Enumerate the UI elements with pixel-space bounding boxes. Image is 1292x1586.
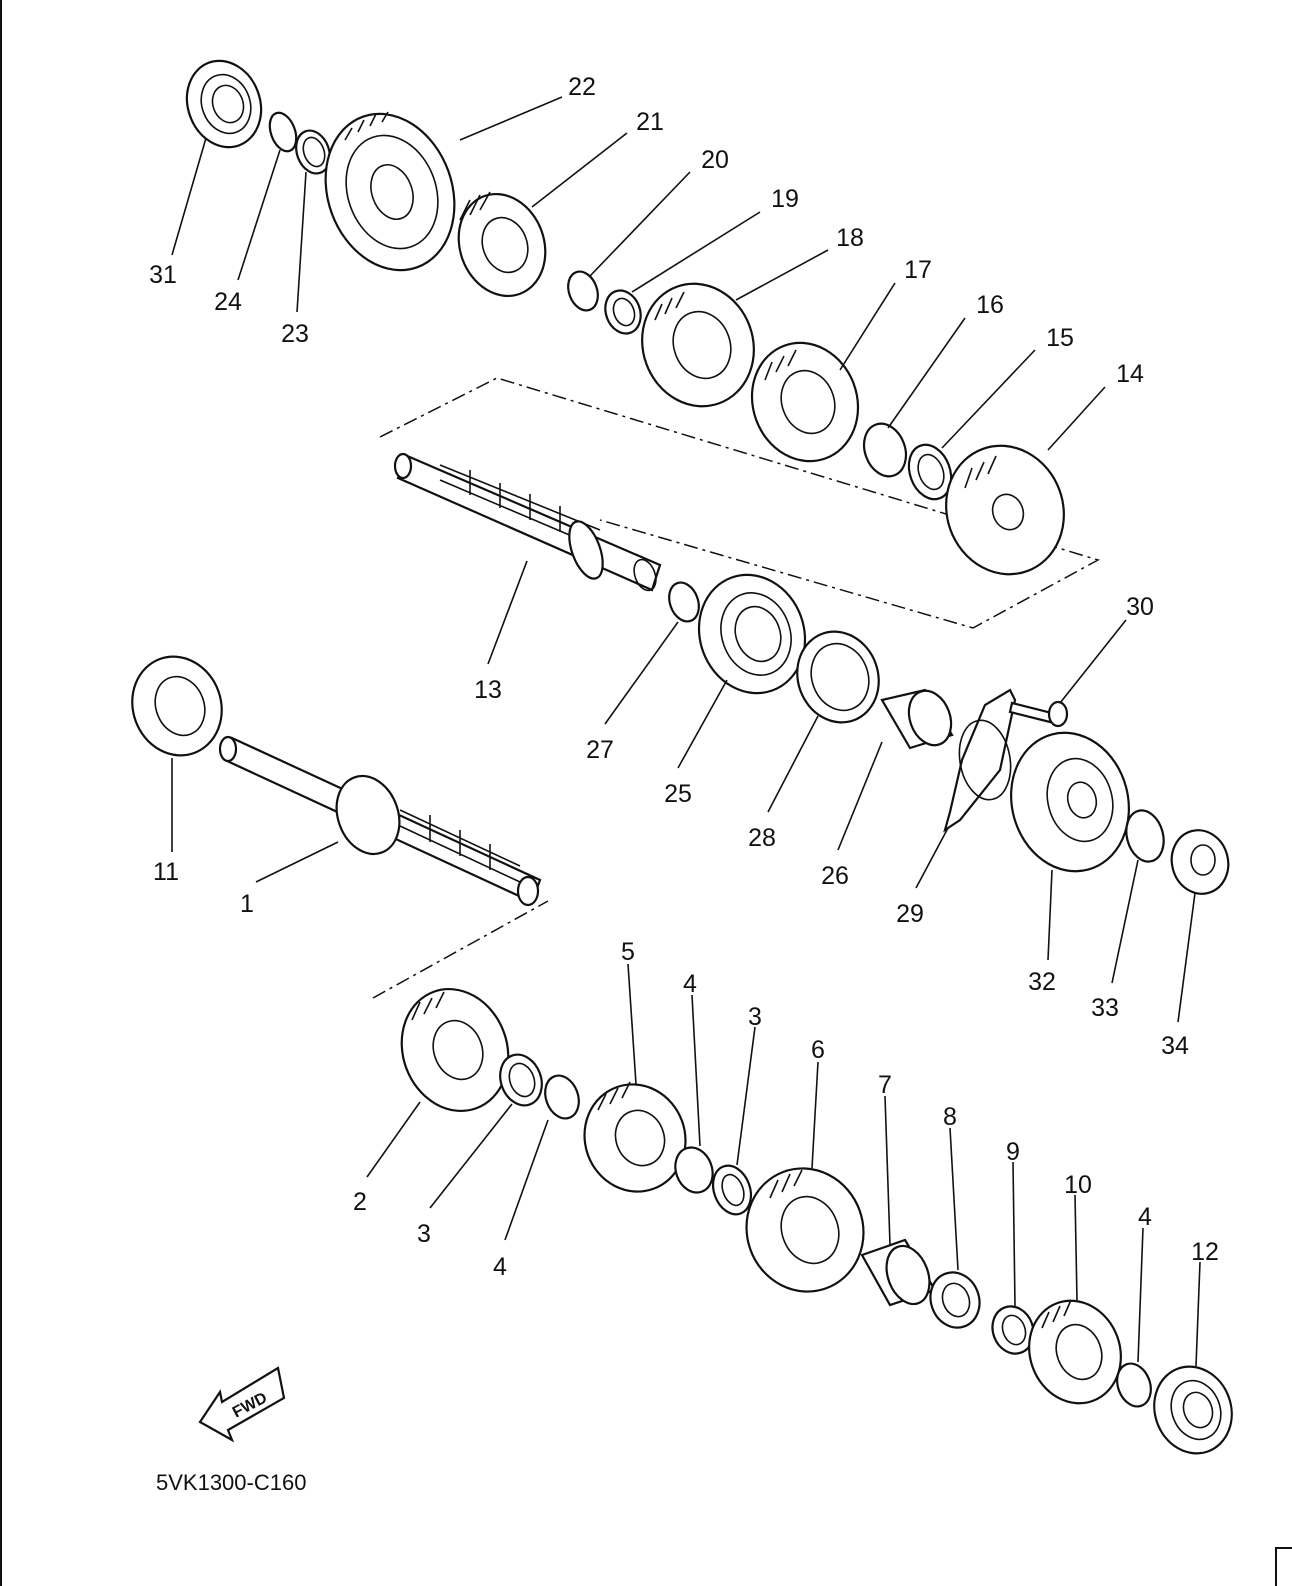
part-label-34: 34: [1161, 1032, 1189, 1060]
gear-14: [945, 444, 1065, 576]
bearing-25: [697, 573, 807, 695]
part-label-10: 10: [1064, 1171, 1092, 1199]
collar-26: [880, 688, 954, 750]
circlip-24: [268, 111, 298, 153]
part-label-14: 14: [1116, 360, 1144, 388]
circlip-16: [862, 422, 908, 478]
washer-3a: [499, 1053, 543, 1107]
part-label-29: 29: [896, 900, 924, 928]
main-shaft-13: [393, 452, 662, 592]
part-label-22: 22: [568, 73, 596, 101]
assembly-lines: [372, 377, 1100, 999]
part-label-9: 9: [1006, 1138, 1020, 1166]
diagram-code: 5VK1300-C160: [156, 1470, 306, 1495]
fwd-arrow: FWD: [198, 1366, 286, 1443]
gear-18: [641, 282, 755, 408]
bearing-11: [131, 655, 223, 757]
washer-23: [295, 129, 331, 175]
washer-15: [907, 443, 953, 501]
part-label-13: 13: [474, 676, 502, 704]
part-label-33: 33: [1091, 994, 1119, 1022]
part-label-4b: 4: [683, 970, 697, 998]
part-label-3a: 3: [417, 1220, 431, 1248]
bearing-12: [1153, 1365, 1233, 1455]
washer-8: [929, 1271, 981, 1329]
part-label-24: 24: [214, 288, 242, 316]
part-label-25: 25: [664, 780, 692, 808]
part-label-4c: 4: [1138, 1203, 1152, 1231]
part-label-28: 28: [748, 824, 776, 852]
part-label-4a: 4: [493, 1253, 507, 1281]
part-label-27: 27: [586, 736, 614, 764]
gear-17: [750, 341, 860, 463]
gear-10: [1028, 1299, 1122, 1405]
part-label-12: 12: [1191, 1238, 1219, 1266]
washer-3b: [711, 1164, 753, 1216]
nut-34: [1170, 829, 1230, 895]
circlip-4b: [674, 1146, 714, 1194]
bearing-31: [185, 59, 263, 149]
part-label-19: 19: [771, 185, 799, 213]
part-label-15: 15: [1046, 324, 1074, 352]
oring-27: [668, 581, 700, 623]
part-label-30: 30: [1126, 593, 1154, 621]
bolt-30: [1008, 700, 1069, 728]
part-label-32: 32: [1028, 968, 1056, 996]
gear-21: [457, 191, 547, 298]
circlip-20: [567, 270, 599, 312]
part-label-8: 8: [943, 1103, 957, 1131]
part-labels: 31 24 23 22 21 20 19 18 17 16 15 14 13 2…: [149, 73, 1219, 1281]
gear-22: [324, 111, 456, 272]
part-label-2: 2: [353, 1188, 367, 1216]
part-label-31: 31: [149, 261, 177, 289]
part-label-20: 20: [701, 146, 729, 174]
gear-6: [745, 1167, 865, 1293]
part-label-5: 5: [621, 938, 635, 966]
part-label-1: 1: [240, 890, 254, 918]
part-label-7: 7: [878, 1071, 892, 1099]
part-label-16: 16: [976, 291, 1004, 319]
part-label-3b: 3: [748, 1003, 762, 1031]
leader-lines: [171, 96, 1201, 1367]
sprocket-32: [1010, 731, 1130, 873]
gear-5: [583, 1081, 687, 1193]
plate-29: [943, 688, 1017, 833]
part-label-18: 18: [836, 224, 864, 252]
circlip-4c: [1116, 1362, 1152, 1408]
collar-7: [860, 1238, 937, 1307]
part-label-21: 21: [636, 108, 664, 136]
lock-washer-33: [1125, 809, 1165, 863]
part-label-6: 6: [811, 1036, 825, 1064]
part-label-26: 26: [821, 862, 849, 890]
part-label-17: 17: [904, 256, 932, 284]
washer-19: [604, 289, 642, 335]
part-label-11: 11: [153, 858, 179, 886]
drive-axle-1: [218, 735, 542, 907]
washer-9: [991, 1305, 1035, 1355]
circlip-4a: [544, 1074, 580, 1120]
part-label-23: 23: [281, 320, 309, 348]
seal-28: [796, 630, 880, 724]
gear-2: [400, 987, 510, 1113]
